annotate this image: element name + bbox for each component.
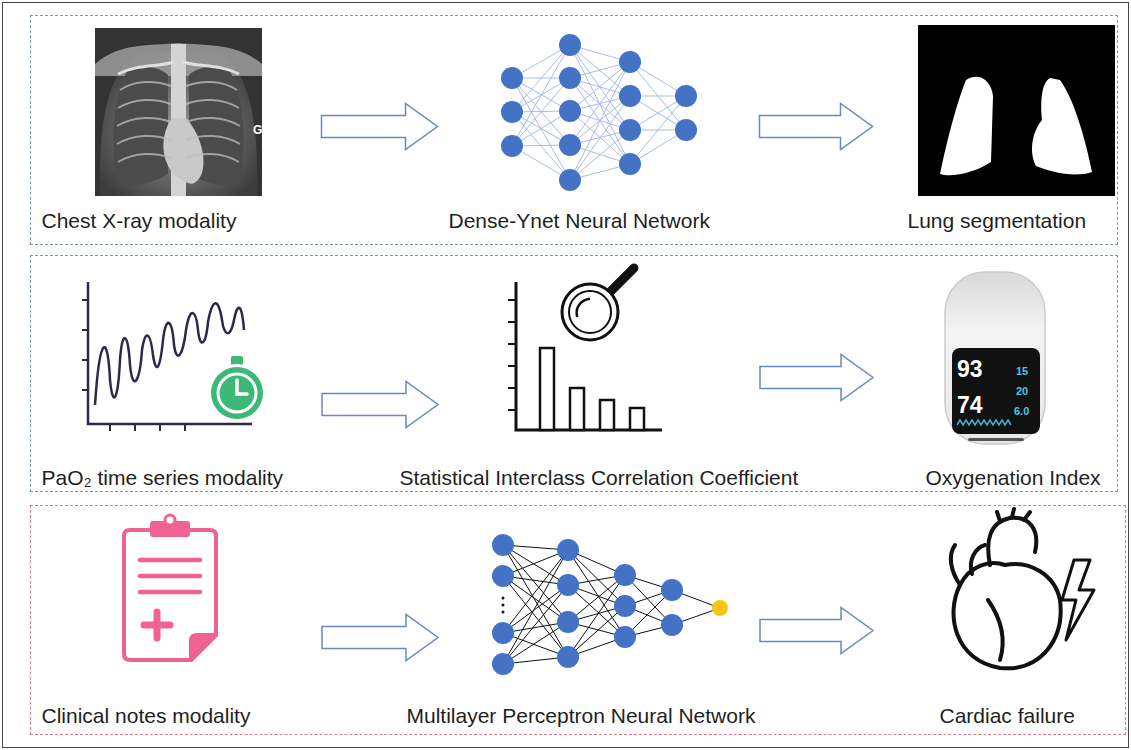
- icon-text: G: [253, 124, 262, 136]
- heart-veins: [951, 545, 985, 585]
- node-caption: Multilayer Perceptron Neural Network: [407, 704, 756, 728]
- oximeter-screen: [952, 348, 1040, 434]
- heart-icon: [951, 509, 1094, 668]
- node-caption: Statistical Interclass Correlation Coeff…: [400, 466, 799, 490]
- icon-text: 74: [957, 394, 983, 417]
- block-arrow: [322, 104, 438, 150]
- node-caption: Dense-Ynet Neural Network: [449, 209, 710, 233]
- icon-text: 6.0: [1014, 406, 1029, 417]
- dashed-band: Clinical notes modality Multilayer Percep…: [30, 505, 1126, 735]
- heart-vessels: [997, 509, 1030, 521]
- block-arrow: [322, 615, 438, 661]
- pulse-oximeter: [945, 272, 1045, 444]
- icon-text: 15: [1016, 366, 1028, 377]
- clipboard-board: [124, 530, 216, 660]
- mlp-icon: [492, 534, 728, 675]
- node-caption: PaO₂ time series modality: [42, 466, 284, 490]
- icon-text: 93: [957, 358, 983, 381]
- mask-lung: [1032, 78, 1092, 174]
- oximeter-slider: [968, 438, 1024, 441]
- node-caption: Clinical notes modality: [42, 704, 251, 728]
- statistics-icon: [508, 268, 662, 430]
- icon-node: Clinical notes modality: [38, 512, 316, 730]
- heart-septum: [988, 600, 1003, 660]
- icon-node: Multilayer Perceptron Neural Network: [403, 520, 813, 730]
- icon-node: Oxygenation Index: [879, 266, 1116, 492]
- icon-node: Lung segmentation: [879, 22, 1116, 238]
- magnifier-rim: [569, 291, 611, 333]
- neural-network-icon: [501, 34, 697, 191]
- block-arrow: [760, 355, 873, 401]
- clipboard-plus: [144, 612, 170, 638]
- node-caption: Cardiac failure: [940, 704, 1075, 728]
- magnifier-handle: [610, 268, 634, 292]
- stopwatch-hands: [237, 380, 247, 394]
- chart-ticks: [82, 300, 185, 431]
- node-caption: Oxygenation Index: [926, 466, 1101, 490]
- xray-ground: [95, 28, 262, 196]
- lightning-bolt: [1062, 560, 1094, 640]
- mask-lung: [940, 77, 993, 175]
- oximeter-wave: [957, 420, 1011, 425]
- magnifier-lens: [562, 284, 618, 340]
- clipboard-ring: [165, 515, 175, 525]
- mlp-output: [712, 600, 728, 616]
- clipboard-icon: [124, 515, 216, 660]
- mlp-neurons: [492, 534, 683, 675]
- heart-aorta: [988, 518, 1036, 565]
- node-caption: Chest X-ray modality: [42, 209, 237, 233]
- stopwatch-halo: [208, 364, 266, 422]
- xray-heart: [163, 118, 203, 184]
- bar: [540, 348, 554, 430]
- block-arrow: [760, 608, 873, 654]
- xray-lung: [113, 67, 168, 186]
- clipboard-lines: [140, 560, 200, 592]
- bar-axes: [516, 282, 662, 430]
- network-links: [512, 45, 686, 180]
- mlp-links: [503, 545, 720, 664]
- stopwatch: [211, 367, 263, 419]
- oximeter-body: [945, 272, 1045, 444]
- bar-ticks: [508, 300, 516, 410]
- mlp-ellipsis: [502, 597, 505, 614]
- xray-clavicle: [118, 62, 239, 74]
- bar: [600, 400, 614, 430]
- outer-frame: [3, 3, 1129, 748]
- block-arrow: [760, 104, 873, 150]
- clipboard-fold: [191, 635, 216, 660]
- node-caption: Lung segmentation: [908, 209, 1087, 233]
- icon-node: Cardiac failure: [879, 508, 1116, 730]
- xray-image: [95, 28, 262, 196]
- stopwatch-face: [218, 374, 256, 412]
- icon-node: Chest X-ray modality: [38, 24, 316, 238]
- time-series-icon: [82, 282, 266, 431]
- xray-ribs: [117, 82, 240, 162]
- icon-node: Statistical Interclass Correlation Coeff…: [396, 272, 852, 492]
- bar: [630, 408, 644, 430]
- mask-ground: [918, 25, 1115, 196]
- block-arrow: [322, 382, 438, 428]
- segmentation-mask: [918, 25, 1115, 196]
- dashed-band: Chest X-ray modality Dense-Ynet Neural Ne…: [30, 15, 1118, 245]
- bar: [570, 388, 584, 430]
- magnifier-glint: [577, 299, 589, 316]
- icon-text: 20: [1016, 386, 1028, 397]
- network-neurons: [501, 34, 697, 191]
- dashed-band: PaO₂ time series modality Statistical Int…: [30, 255, 1118, 492]
- icon-node: Dense-Ynet Neural Network: [444, 28, 754, 238]
- heart-body: [953, 563, 1060, 668]
- icon-node: PaO₂ time series modality: [38, 268, 316, 492]
